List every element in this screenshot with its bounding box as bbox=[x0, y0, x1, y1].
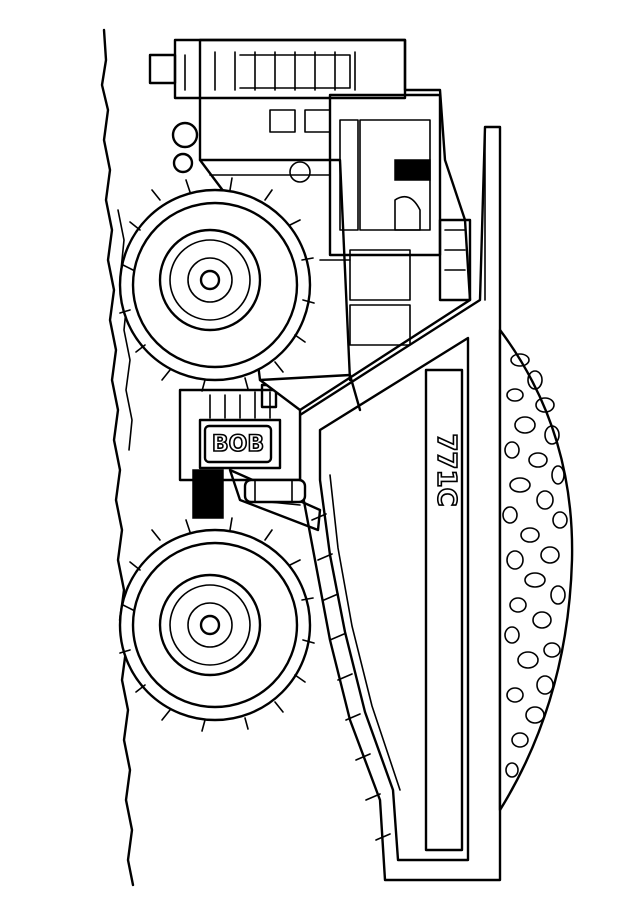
rock-load bbox=[498, 328, 574, 812]
nameplate bbox=[203, 424, 273, 464]
ground-line bbox=[100, 28, 135, 887]
rear-wheel bbox=[118, 517, 315, 732]
model-number-label: 771C bbox=[431, 433, 461, 506]
front-wheel bbox=[118, 177, 315, 392]
hydraulic-cylinder bbox=[243, 478, 307, 504]
dump-bed: 771C bbox=[298, 125, 502, 882]
frame-shadow-block bbox=[192, 469, 224, 519]
nameplate-label: BOB bbox=[212, 432, 264, 457]
